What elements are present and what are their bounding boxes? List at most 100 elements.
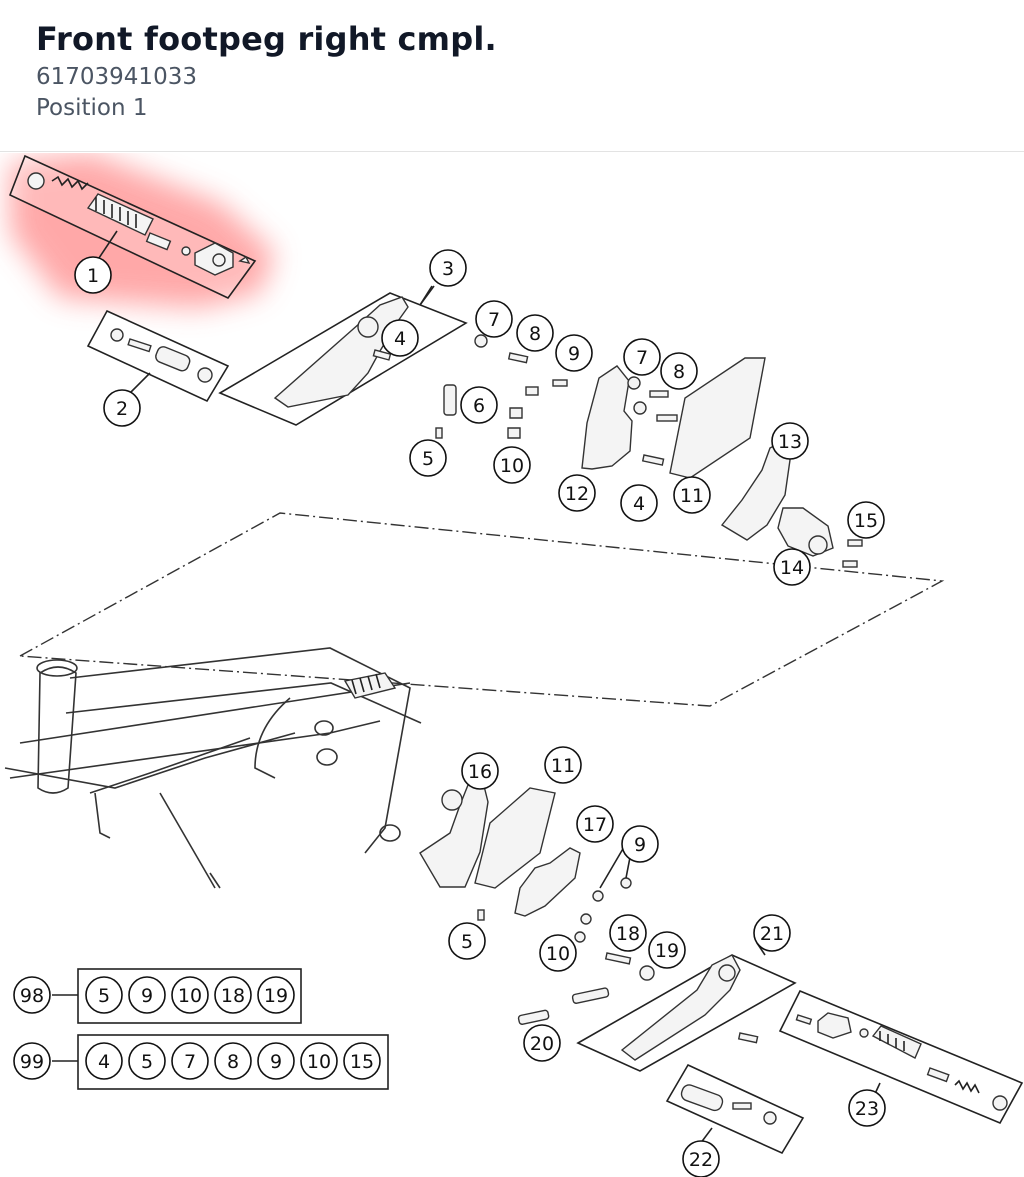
svg-text:15: 15 xyxy=(854,510,878,532)
callout-20[interactable]: 20 xyxy=(523,1024,561,1062)
callout-1[interactable]: 1 xyxy=(74,256,112,294)
svg-text:5: 5 xyxy=(141,1051,153,1073)
callout-8[interactable]: 8 xyxy=(660,352,698,390)
svg-text:5: 5 xyxy=(98,985,110,1007)
part-2-peg-kit[interactable] xyxy=(86,309,230,403)
part-21-footrest[interactable] xyxy=(576,954,797,1072)
part-23-footpeg-assembly[interactable] xyxy=(778,989,1024,1125)
svg-text:8: 8 xyxy=(673,361,685,383)
svg-text:9: 9 xyxy=(634,834,646,856)
callout-10[interactable]: 10 xyxy=(493,446,531,484)
svg-text:12: 12 xyxy=(565,483,589,505)
svg-text:20: 20 xyxy=(530,1033,554,1055)
svg-text:16: 16 xyxy=(468,761,492,783)
svg-text:3: 3 xyxy=(442,258,454,280)
svg-text:13: 13 xyxy=(778,431,802,453)
kit-99-item-8[interactable]: 8 xyxy=(214,1042,252,1080)
callout-14[interactable]: 14 xyxy=(773,548,811,586)
callout-15[interactable]: 15 xyxy=(847,501,885,539)
callout-21[interactable]: 21 xyxy=(753,914,791,952)
callout-3[interactable]: 3 xyxy=(429,249,467,287)
kit-98-item-9[interactable]: 9 xyxy=(128,976,166,1014)
svg-text:4: 4 xyxy=(98,1051,110,1073)
motorcycle-frame xyxy=(4,647,422,889)
header: Front footpeg right cmpl. 61703941033 Po… xyxy=(0,0,1024,152)
part-1-footpeg-assembly[interactable] xyxy=(8,154,257,300)
kit-98-item-5[interactable]: 5 xyxy=(85,976,123,1014)
kit-callout-layer: 98 5 9 10 18 19 99 4 5 7 8 9 10 15 xyxy=(13,976,381,1080)
svg-text:98: 98 xyxy=(20,985,44,1007)
svg-text:8: 8 xyxy=(227,1051,239,1073)
assembly-reference-frame xyxy=(17,512,945,707)
callout-2[interactable]: 2 xyxy=(103,389,141,427)
svg-text:4: 4 xyxy=(633,493,645,515)
kit-99-item-5[interactable]: 5 xyxy=(128,1042,166,1080)
page-title: Front footpeg right cmpl. xyxy=(36,20,497,58)
callout-7[interactable]: 7 xyxy=(475,300,513,338)
svg-text:4: 4 xyxy=(394,328,406,350)
svg-text:15: 15 xyxy=(350,1051,374,1073)
svg-text:2: 2 xyxy=(116,398,128,420)
callout-11[interactable]: 11 xyxy=(544,746,582,784)
lower-bracket-hardware[interactable] xyxy=(419,781,655,981)
svg-text:21: 21 xyxy=(760,923,784,945)
kit-99-item-4[interactable]: 4 xyxy=(85,1042,123,1080)
part-22-peg-kit[interactable] xyxy=(665,1063,805,1155)
callout-9[interactable]: 9 xyxy=(555,334,593,372)
callout-12[interactable]: 12 xyxy=(558,474,596,512)
callout-4[interactable]: 4 xyxy=(620,484,658,522)
kit-98-item-10[interactable]: 10 xyxy=(171,976,209,1014)
kit-99-item-7[interactable]: 7 xyxy=(171,1042,209,1080)
svg-text:17: 17 xyxy=(583,814,607,836)
callout-17[interactable]: 17 xyxy=(576,805,614,843)
callout-18[interactable]: 18 xyxy=(609,914,647,952)
svg-text:14: 14 xyxy=(780,557,804,579)
part-number: 61703941033 xyxy=(36,64,197,90)
svg-text:5: 5 xyxy=(422,448,434,470)
svg-text:23: 23 xyxy=(855,1098,879,1120)
callout-11[interactable]: 11 xyxy=(673,476,711,514)
svg-text:9: 9 xyxy=(141,985,153,1007)
callout-19[interactable]: 19 xyxy=(648,931,686,969)
kit-98-callout[interactable]: 98 xyxy=(13,976,51,1014)
kit-99-callout[interactable]: 99 xyxy=(13,1042,51,1080)
svg-text:9: 9 xyxy=(568,343,580,365)
svg-text:19: 19 xyxy=(655,940,679,962)
svg-text:7: 7 xyxy=(184,1051,196,1073)
svg-text:18: 18 xyxy=(616,923,640,945)
svg-text:19: 19 xyxy=(264,985,288,1007)
callout-16[interactable]: 16 xyxy=(461,752,499,790)
part-3-footrest-bracket[interactable] xyxy=(218,285,468,426)
callout-10[interactable]: 10 xyxy=(539,934,577,972)
kit-99-item-9[interactable]: 9 xyxy=(257,1042,295,1080)
kit-99-item-15[interactable]: 15 xyxy=(343,1042,381,1080)
callout-5[interactable]: 5 xyxy=(409,439,447,477)
svg-text:11: 11 xyxy=(551,755,575,777)
callout-13[interactable]: 13 xyxy=(771,422,809,460)
callout-5[interactable]: 5 xyxy=(448,922,486,960)
callout-6[interactable]: 6 xyxy=(460,386,498,424)
svg-text:1: 1 xyxy=(87,265,99,287)
svg-text:10: 10 xyxy=(500,455,524,477)
svg-text:7: 7 xyxy=(636,347,648,369)
svg-text:7: 7 xyxy=(488,309,500,331)
kit-98-item-18[interactable]: 18 xyxy=(214,976,252,1014)
callout-9[interactable]: 9 xyxy=(621,825,659,863)
kit-99-item-10[interactable]: 10 xyxy=(300,1042,338,1080)
exploded-parts-diagram: 1234789786510124111315141611179518101921… xyxy=(4,153,1024,1177)
svg-text:10: 10 xyxy=(546,943,570,965)
svg-text:99: 99 xyxy=(20,1051,44,1073)
callout-7[interactable]: 7 xyxy=(623,338,661,376)
svg-text:9: 9 xyxy=(270,1051,282,1073)
svg-text:8: 8 xyxy=(529,323,541,345)
callout-23[interactable]: 23 xyxy=(848,1089,886,1127)
position-label: Position 1 xyxy=(36,95,148,121)
part-20-pins[interactable] xyxy=(517,987,610,1025)
kit-98-item-19[interactable]: 19 xyxy=(257,976,295,1014)
svg-text:11: 11 xyxy=(680,485,704,507)
callout-4[interactable]: 4 xyxy=(381,319,419,357)
callout-22[interactable]: 22 xyxy=(682,1140,720,1177)
svg-text:18: 18 xyxy=(221,985,245,1007)
callout-8[interactable]: 8 xyxy=(516,314,554,352)
